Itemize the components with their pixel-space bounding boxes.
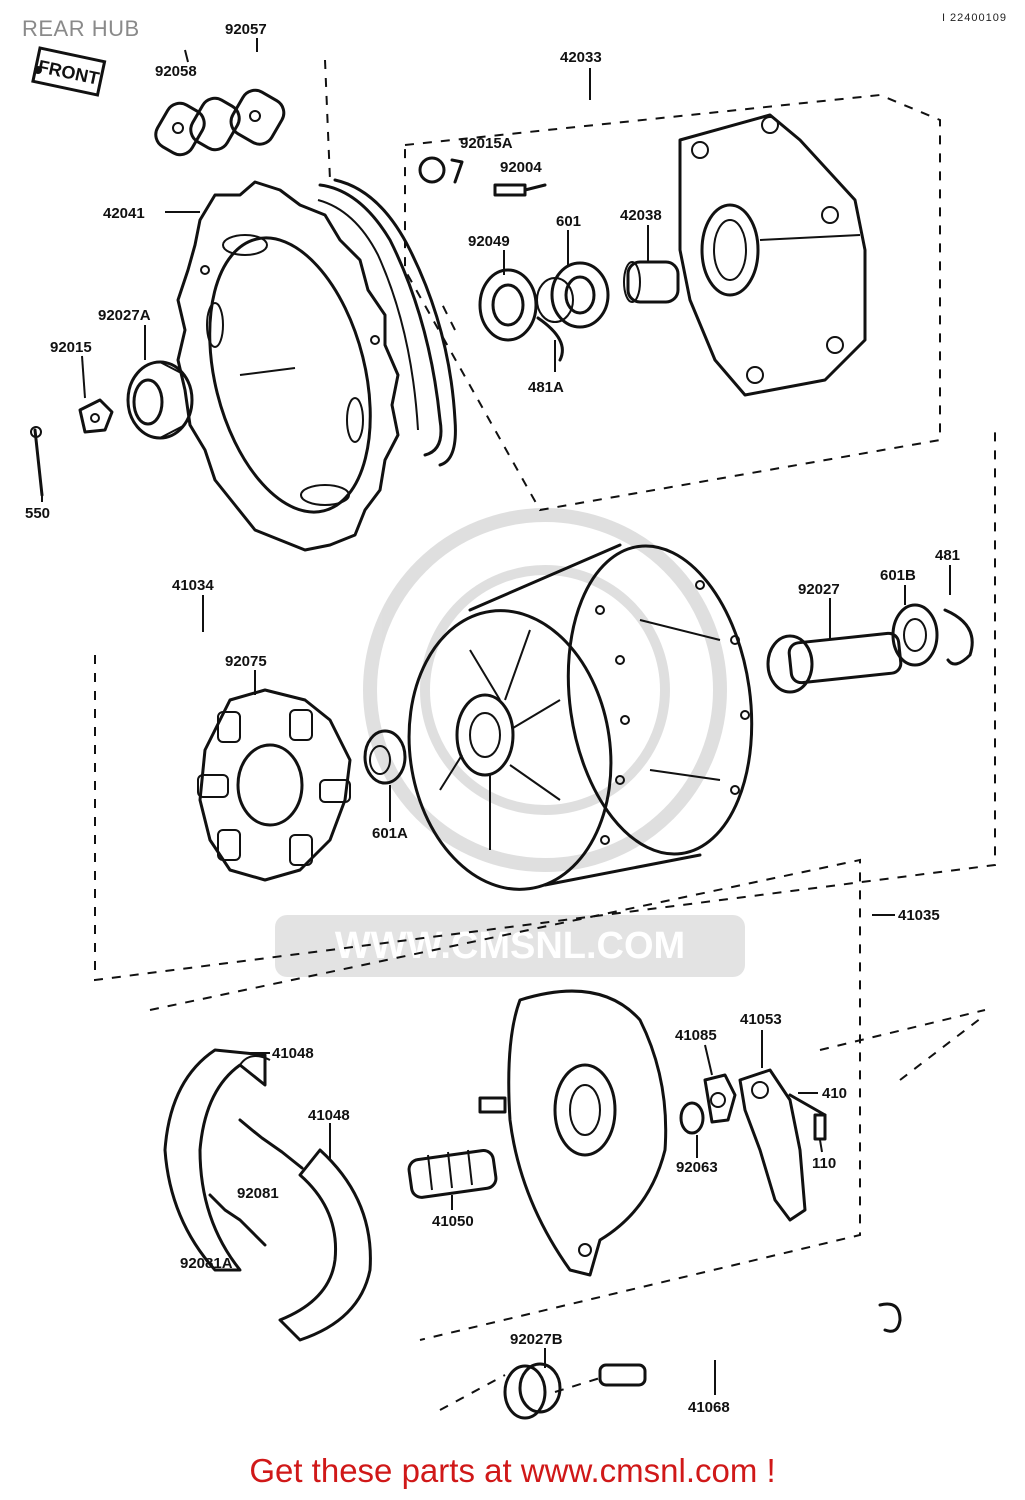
front-dot	[34, 66, 42, 74]
axle-spacer	[766, 631, 903, 694]
brake-assembly-box	[149, 858, 861, 1341]
shop-link[interactable]: Get these parts at www.cmsnl.com !	[249, 1452, 776, 1489]
guide-right-1	[819, 1009, 986, 1051]
front-marker: FRONT	[31, 46, 107, 97]
part-label: 41034	[172, 577, 214, 594]
brake-cam	[407, 1148, 498, 1199]
part-label: 92081	[237, 1185, 279, 1202]
rear-sprocket	[176, 180, 400, 552]
part-label: 41048	[308, 1107, 350, 1124]
bottom-guide-mid	[554, 1377, 601, 1393]
sprocket-nut	[126, 360, 194, 440]
oil-seal	[478, 268, 538, 342]
part-label: 92049	[468, 233, 510, 250]
torque-link-bushing	[503, 1362, 562, 1420]
part-label: 92057	[225, 21, 267, 38]
part-label: 41035	[898, 907, 940, 924]
part-label: 42033	[560, 49, 602, 66]
hub-bolt	[493, 183, 547, 197]
part-label: 92015A	[460, 135, 513, 152]
guide-right-2	[899, 1014, 986, 1081]
part-label: 601A	[372, 825, 408, 842]
part-label: 41048	[272, 1045, 314, 1062]
part-label: 110	[812, 1155, 836, 1172]
part-label: 410	[822, 1085, 847, 1102]
rear-hub-drum	[407, 543, 754, 891]
exploded-view-drawing: WWW.CMSNL.COM FRONT	[25, 21, 996, 1420]
chain-guide-line	[324, 59, 331, 181]
leader-41085	[704, 1044, 713, 1076]
part-label: 41050	[432, 1213, 474, 1230]
circlip-481	[943, 608, 974, 666]
hub-nut	[418, 156, 464, 184]
page-title: REAR HUB	[22, 16, 140, 41]
part-label: 481	[935, 547, 960, 564]
part-label: 92063	[676, 1159, 718, 1176]
part-label: 92027A	[98, 307, 151, 324]
part-label: 92004	[500, 159, 542, 176]
part-label: 601	[556, 213, 581, 230]
washer	[679, 1101, 705, 1135]
ball-bearing-601a	[363, 729, 407, 785]
ball-bearing-601	[536, 261, 610, 329]
part-label: 92058	[155, 63, 197, 80]
sprocket-coupling	[678, 113, 867, 397]
part-label: 92015	[50, 339, 92, 356]
watermark-text: WWW.CMSNL.COM	[335, 925, 685, 967]
ball-bearing-601b	[891, 603, 939, 667]
part-label: 92081A	[180, 1255, 233, 1272]
spring-clip	[878, 1302, 902, 1333]
chain-link-plate	[154, 88, 286, 157]
part-label: 550	[25, 505, 50, 522]
drive-chain	[317, 178, 457, 467]
brake-cam-lever	[738, 1068, 807, 1222]
watermark-logo	[275, 508, 745, 977]
leader-92015	[81, 355, 86, 399]
document-id: I 22400109	[941, 12, 1007, 24]
torque-link-pin	[598, 1363, 647, 1387]
part-label: 42041	[103, 205, 145, 222]
lever-nut	[813, 1113, 827, 1141]
leader-92058	[184, 49, 189, 63]
brake-panel	[478, 989, 668, 1277]
lever-bolt	[788, 1093, 827, 1117]
part-label: 481A	[528, 379, 564, 396]
wheel-assembly-box	[94, 430, 996, 982]
brake-shoe-right	[278, 1148, 372, 1342]
brake-spring-92081a	[208, 1193, 267, 1247]
hub-damper	[197, 688, 352, 882]
part-label: 41053	[740, 1011, 782, 1028]
part-label: 601B	[880, 567, 916, 584]
part-label: 92027	[798, 581, 840, 598]
part-label: 41068	[688, 1399, 730, 1416]
circlip-481a	[536, 316, 564, 362]
brake-spring-92081	[238, 1118, 304, 1170]
part-label: 42038	[620, 207, 662, 224]
hub-assembly-box-upper	[404, 93, 941, 512]
guide-chain	[439, 299, 456, 331]
lock-nut	[78, 398, 114, 434]
leader-110	[819, 1139, 823, 1153]
part-label: 92027B	[510, 1331, 563, 1348]
bottom-guide-left	[439, 1374, 506, 1411]
part-label: 41085	[675, 1027, 717, 1044]
wear-indicator	[703, 1073, 737, 1124]
brake-shoe-left	[163, 1048, 271, 1272]
hub-collar	[623, 260, 680, 304]
part-label: 92075	[225, 653, 267, 670]
cotter-pin	[30, 426, 44, 497]
